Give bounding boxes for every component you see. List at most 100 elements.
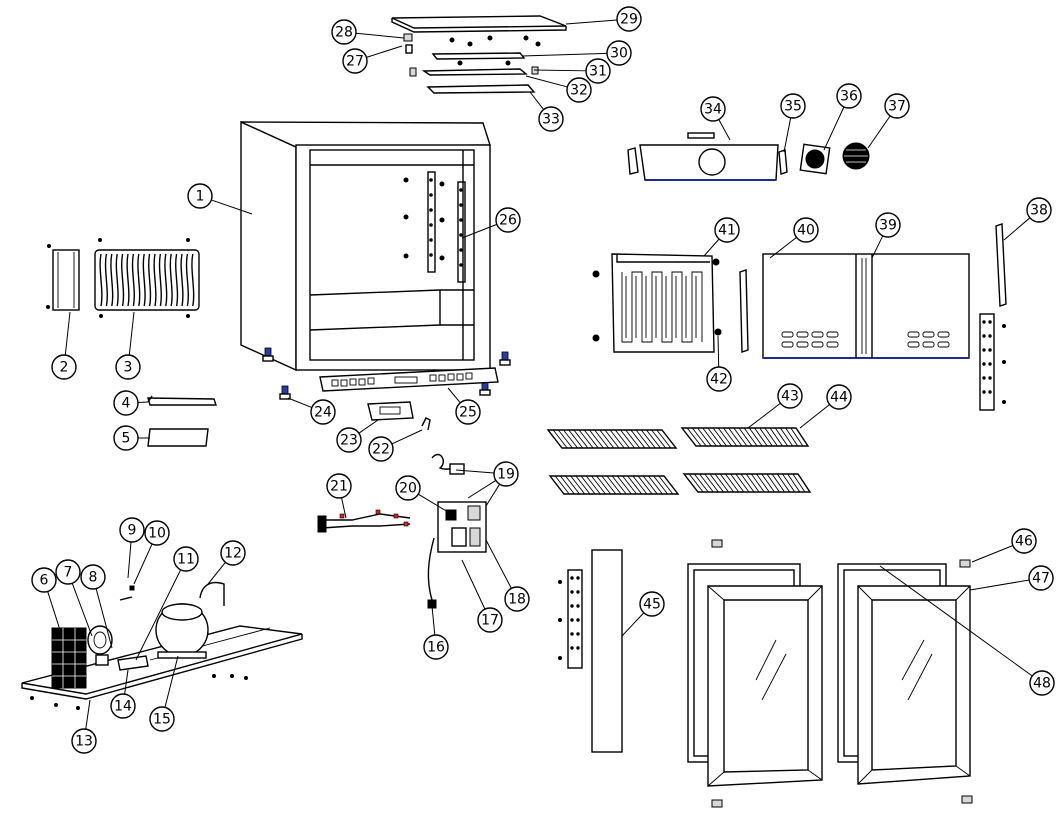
callout-circle <box>115 354 141 380</box>
callout-24: 24 <box>310 399 336 425</box>
callout-circle <box>566 77 592 103</box>
callout-label: 23 <box>340 433 358 449</box>
callout-circle <box>1028 565 1054 591</box>
callout-label: 17 <box>481 613 499 629</box>
leader-line-42 <box>717 335 720 368</box>
callout-25: 25 <box>455 399 481 425</box>
callout-3: 3 <box>115 354 141 380</box>
callout-17: 17 <box>477 607 503 633</box>
callout-23: 23 <box>336 427 362 453</box>
leader-line-46 <box>971 545 1014 563</box>
leader-line-38 <box>1003 217 1031 241</box>
callout-38: 38 <box>1026 197 1052 223</box>
callout-circle <box>493 461 519 487</box>
leader-line-24 <box>287 397 313 409</box>
callout-circle <box>220 540 246 566</box>
leader-line-19 <box>455 469 495 474</box>
leader-line-32 <box>525 75 568 88</box>
callout-label: 25 <box>459 405 477 421</box>
callout-circle <box>423 634 449 660</box>
callout-label: 41 <box>718 223 736 239</box>
leader-line-15 <box>164 655 179 708</box>
callout-12: 12 <box>220 540 246 566</box>
leader-line-17 <box>461 559 486 610</box>
leader-line-39 <box>871 235 884 259</box>
callout-circle <box>342 48 368 74</box>
leader-line-2 <box>64 311 71 356</box>
callout-45: 45 <box>639 591 665 617</box>
callout-9: 9 <box>119 517 145 543</box>
leader-line-3 <box>128 311 135 356</box>
callout-label: 30 <box>610 46 628 62</box>
callout-circle <box>187 183 213 209</box>
callout-8: 8 <box>80 564 106 590</box>
callout-39: 39 <box>875 212 901 238</box>
callout-label: 38 <box>1030 203 1048 219</box>
callout-circle <box>113 390 139 416</box>
callout-circle <box>639 591 665 617</box>
callout-circle <box>793 217 819 243</box>
callout-26: 26 <box>495 207 521 233</box>
leader-line-6 <box>47 591 61 631</box>
control-box <box>427 453 487 609</box>
callout-label: 28 <box>335 25 353 41</box>
callout-label: 32 <box>570 83 588 99</box>
callout-circle <box>826 384 852 410</box>
callout-19: 19 <box>493 461 519 487</box>
callout-33: 33 <box>538 106 564 132</box>
callout-circle <box>113 425 139 451</box>
callout-circle <box>884 93 910 119</box>
callout-circle <box>173 546 199 572</box>
callout-label: 26 <box>499 213 517 229</box>
callout-circle <box>700 96 726 122</box>
leader-line-43 <box>747 402 781 429</box>
callout-circle <box>144 520 170 546</box>
leader-line-8 <box>95 588 113 649</box>
callout-47: 47 <box>1028 565 1054 591</box>
refrigeration-base <box>21 581 303 710</box>
callout-label: 20 <box>399 481 417 497</box>
callout-circle <box>368 436 394 462</box>
lower-brackets <box>147 395 217 447</box>
callout-label: 16 <box>427 640 445 656</box>
leader-line-45 <box>621 612 645 637</box>
leader-line-35 <box>783 117 792 153</box>
callout-48: 48 <box>1029 670 1055 696</box>
callout-label: 40 <box>797 223 815 239</box>
callout-label: 13 <box>75 734 93 750</box>
leader-line-13 <box>85 699 91 730</box>
leader-line-48 <box>879 565 1033 677</box>
leader-lines <box>47 19 1033 730</box>
front-grille <box>94 238 200 318</box>
callout-circle <box>585 58 611 84</box>
glass-door-left <box>687 563 823 787</box>
leader-line-20 <box>418 493 449 513</box>
callout-label: 33 <box>542 112 560 128</box>
leader-line-31 <box>533 69 587 72</box>
callout-circle <box>336 427 362 453</box>
callout-circle <box>71 728 97 754</box>
callout-label: 45 <box>643 597 661 613</box>
callout-label: 39 <box>879 218 897 234</box>
callout-label: 14 <box>114 699 132 715</box>
callout-34: 34 <box>700 96 726 122</box>
callout-1: 1 <box>187 183 213 209</box>
front-kick-plate <box>319 367 499 392</box>
callout-circle <box>455 399 481 425</box>
vent-frame <box>46 244 80 311</box>
leader-line-21 <box>341 497 347 519</box>
callout-label: 24 <box>314 405 332 421</box>
door-post <box>558 549 623 753</box>
callout-circle <box>310 399 336 425</box>
callout-circle <box>1011 528 1037 554</box>
leader-line-19 <box>467 479 497 499</box>
callout-circle <box>495 207 521 233</box>
callout-label: 9 <box>128 523 137 539</box>
leader-line-33 <box>529 91 545 110</box>
callout-circle <box>80 564 106 590</box>
leader-line-27 <box>366 45 403 58</box>
callout-22: 22 <box>368 436 394 462</box>
leader-line-10 <box>133 543 153 585</box>
leader-line-7 <box>71 583 93 637</box>
